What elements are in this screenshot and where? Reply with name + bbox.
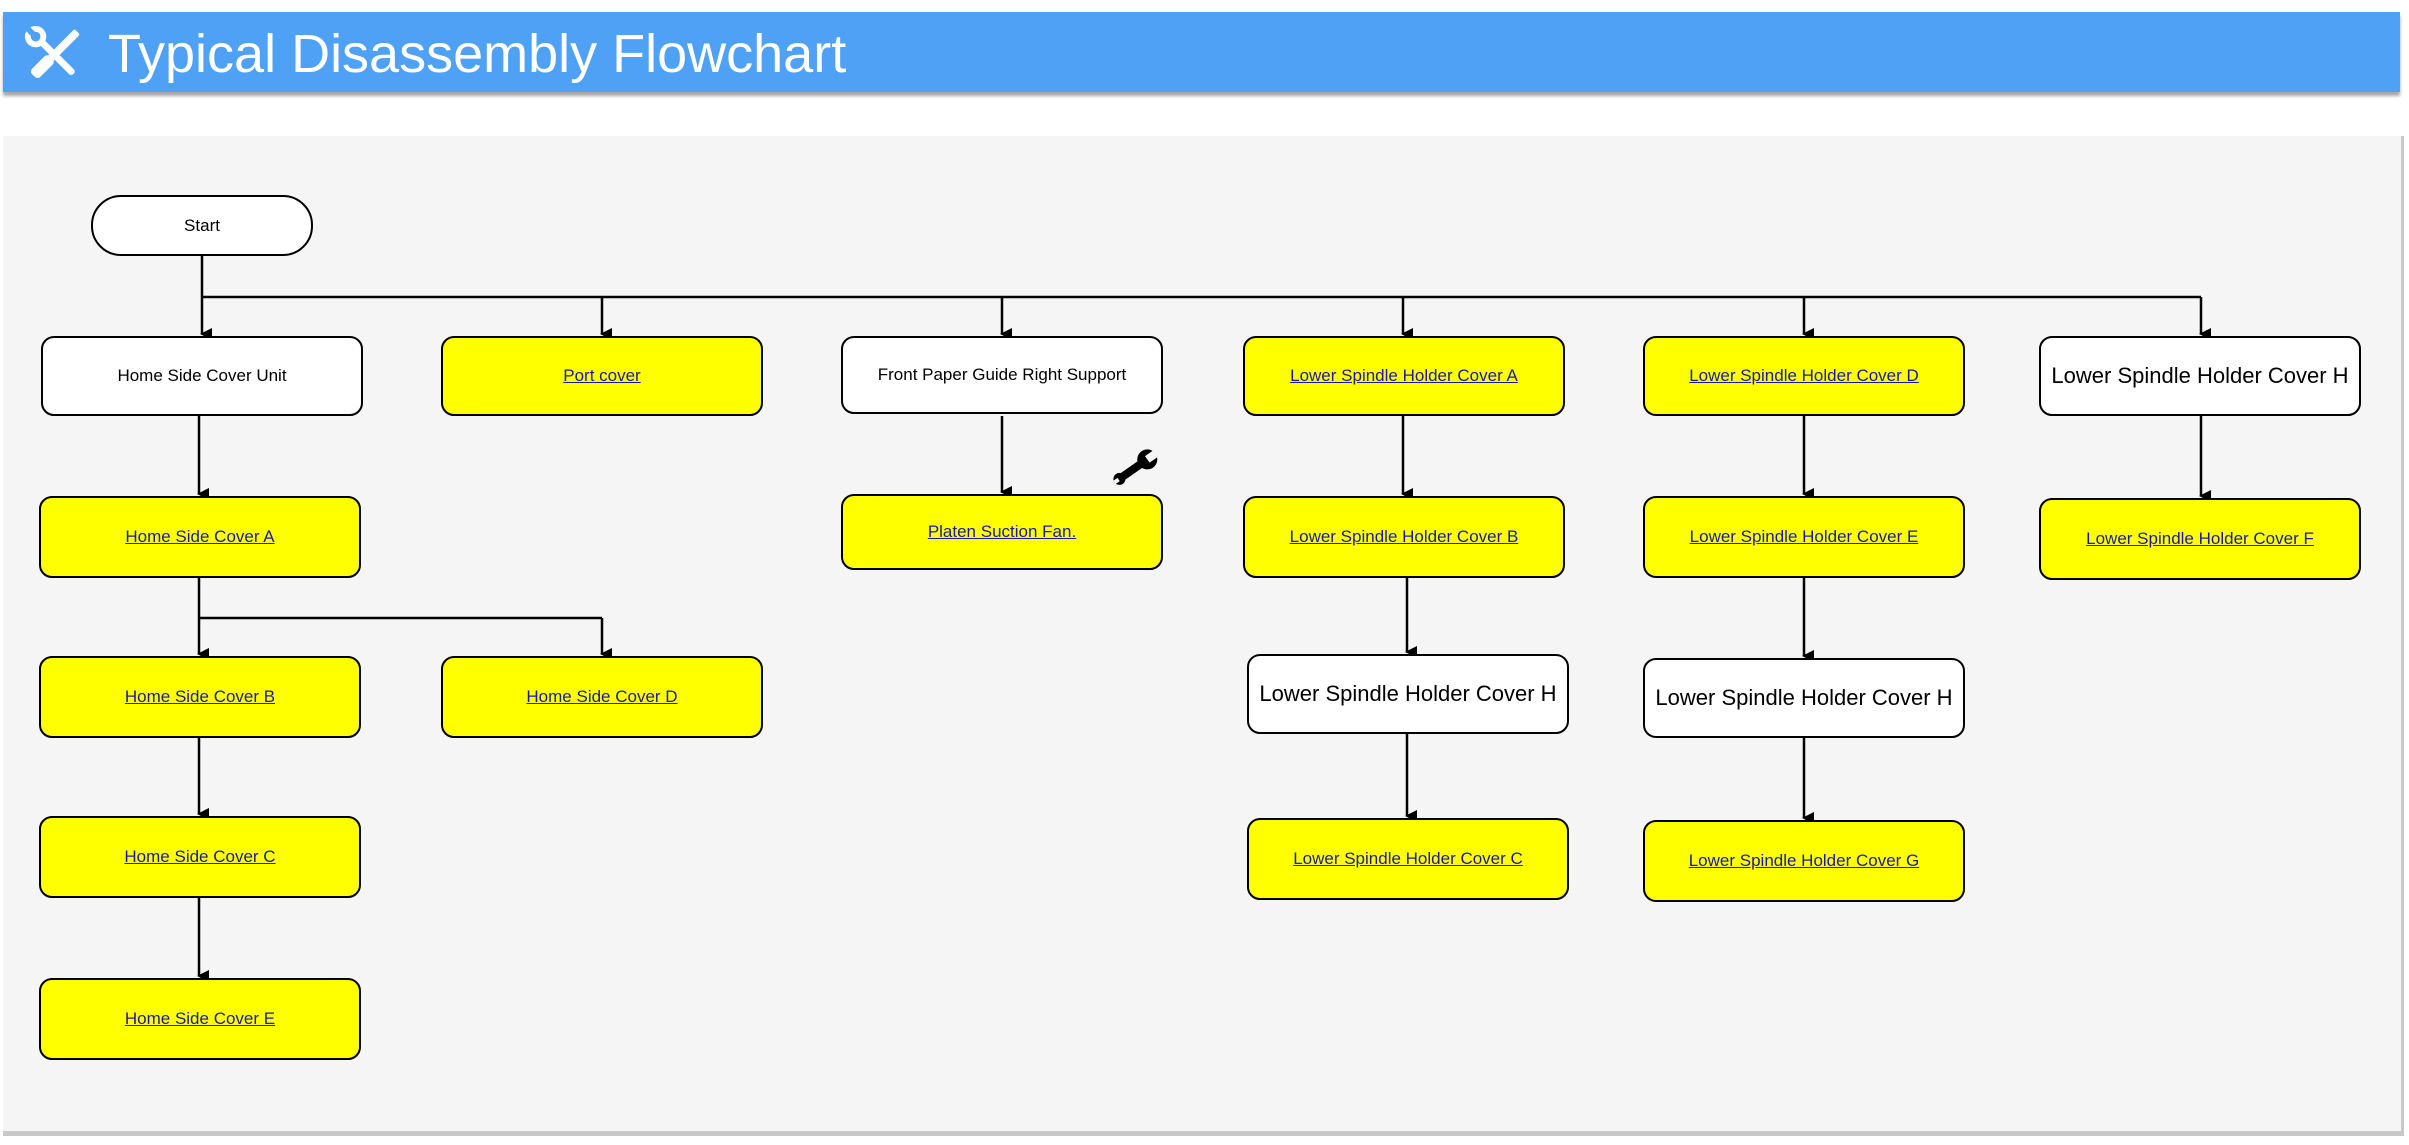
node-home-side-cover-c: Home Side Cover C [39, 816, 361, 898]
node-home-side-cover-d: Home Side Cover D [441, 656, 763, 738]
node-label: Home Side Cover Unit [117, 366, 287, 385]
node-lower-spindle-holder-cover-a: Lower Spindle Holder Cover A [1243, 336, 1565, 416]
node-lower-spindle-holder-cover-h: Lower Spindle Holder Cover H [1643, 658, 1965, 738]
start-label: Start [184, 215, 220, 235]
tools-icon [24, 25, 80, 79]
link-lower-spindle-holder-cover-f[interactable]: Lower Spindle Holder Cover F [2086, 529, 2314, 548]
link-lower-spindle-holder-cover-d[interactable]: Lower Spindle Holder Cover D [1689, 366, 1919, 385]
node-label: Lower Spindle Holder Cover H [1655, 685, 1953, 710]
link-lower-spindle-holder-cover-c[interactable]: Lower Spindle Holder Cover C [1293, 849, 1523, 868]
node-home-side-cover-b: Home Side Cover B [39, 656, 361, 738]
node-home-side-cover-e: Home Side Cover E [39, 978, 361, 1060]
node-lower-spindle-holder-cover-d: Lower Spindle Holder Cover D [1643, 336, 1965, 416]
flowchart-canvas [3, 136, 2404, 1136]
node-label: Lower Spindle Holder Cover H [1259, 681, 1557, 706]
node-label: Front Paper Guide Right Support [877, 365, 1127, 384]
node-platen-suction-fan: Platen Suction Fan. [841, 494, 1163, 570]
node-home-side-cover-a: Home Side Cover A [39, 496, 361, 578]
node-lower-spindle-holder-cover-g: Lower Spindle Holder Cover G [1643, 820, 1965, 902]
node-label: Lower Spindle Holder Cover H [2051, 363, 2349, 388]
link-home-side-cover-d[interactable]: Home Side Cover D [526, 687, 678, 706]
node-lower-spindle-holder-cover-h: Lower Spindle Holder Cover H [1247, 654, 1569, 734]
link-home-side-cover-e[interactable]: Home Side Cover E [124, 1009, 276, 1028]
node-port-cover: Port cover [441, 336, 763, 416]
node-lower-spindle-holder-cover-b: Lower Spindle Holder Cover B [1243, 496, 1565, 578]
node-lower-spindle-holder-cover-f: Lower Spindle Holder Cover F [2039, 498, 2361, 580]
node-lower-spindle-holder-cover-e: Lower Spindle Holder Cover E [1643, 496, 1965, 578]
start-node: Start [91, 195, 313, 256]
node-front-paper-guide-right-support: Front Paper Guide Right Support [841, 336, 1163, 414]
link-home-side-cover-b[interactable]: Home Side Cover B [124, 687, 276, 706]
link-lower-spindle-holder-cover-g[interactable]: Lower Spindle Holder Cover G [1688, 851, 1920, 870]
node-lower-spindle-holder-cover-c: Lower Spindle Holder Cover C [1247, 818, 1569, 900]
page-title: Typical Disassembly Flowchart [108, 24, 847, 84]
header-bar: Typical Disassembly Flowchart [3, 12, 2400, 92]
node-lower-spindle-holder-cover-h: Lower Spindle Holder Cover H [2039, 336, 2361, 416]
link-lower-spindle-holder-cover-e[interactable]: Lower Spindle Holder Cover E [1689, 527, 1919, 546]
link-port-cover[interactable]: Port cover [563, 366, 641, 385]
link-home-side-cover-a[interactable]: Home Side Cover A [125, 527, 275, 546]
link-platen-suction-fan[interactable]: Platen Suction Fan. [927, 522, 1077, 541]
link-home-side-cover-c[interactable]: Home Side Cover C [124, 847, 276, 866]
wrench-icon [1113, 449, 1160, 485]
link-lower-spindle-holder-cover-b[interactable]: Lower Spindle Holder Cover B [1289, 527, 1519, 546]
node-home-side-cover-unit: Home Side Cover Unit [41, 336, 363, 416]
link-lower-spindle-holder-cover-a[interactable]: Lower Spindle Holder Cover A [1290, 366, 1518, 385]
